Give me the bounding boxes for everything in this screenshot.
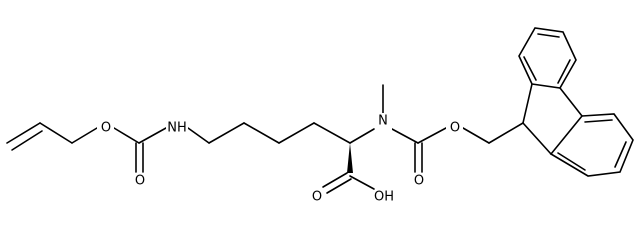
- bond-c6-c5: [208, 122, 245, 144]
- bond-lower-ring: [549, 113, 634, 177]
- bond-acid-oh: [349, 175, 375, 190]
- atom-label-layer: O O NH N O O O OH: [97, 113, 463, 205]
- bond-c5-c4: [243, 122, 280, 144]
- bond-stereo-wedge: [347, 143, 353, 173]
- bond-upper-ring: [518, 27, 577, 89]
- bond-upper-ring-inner-3: [557, 59, 571, 84]
- bond-lower-ring-inner-3: [557, 152, 586, 171]
- bond-nh-c6: [187, 127, 210, 144]
- atom-o-carbonyl-fmoc: O: [414, 174, 424, 189]
- bond-n-carbonyl: [391, 128, 419, 144]
- bond-c4-c3: [278, 122, 315, 144]
- bond-upper-ring-inner-2: [537, 33, 560, 38]
- atom-o-carbonyl-acid: O: [312, 190, 322, 205]
- label-mask: [166, 120, 188, 137]
- atom-oh-acid: OH: [374, 190, 394, 205]
- bond-layer: [6, 27, 634, 194]
- bond-lower-ring-inner-2: [614, 141, 627, 168]
- bond-vinyl-double-b: [11, 130, 43, 151]
- label-mask: [375, 113, 392, 130]
- bond-vinyl-double-a: [6, 122, 41, 144]
- bond-c9-c9a: [522, 83, 533, 124]
- bond-c3-calpha: [313, 122, 351, 144]
- bond-lower-ring-inner-1: [584, 119, 613, 123]
- atom-n-methyl: N: [378, 114, 388, 129]
- atom-nh-carbamate: NH: [167, 121, 187, 136]
- atom-o-ester-fmoc: O: [450, 121, 460, 136]
- structure-canvas: O O NH N O O O OH: [6, 27, 634, 205]
- bond-allyl-ch2: [39, 122, 73, 144]
- bond-carbonyl-nh: [138, 127, 167, 144]
- bond-ch2-c9: [488, 122, 524, 144]
- bond-calpha-n: [349, 128, 375, 144]
- atom-o-carbonyl-alloc: O: [135, 174, 145, 189]
- bond-o-ch2: [462, 127, 490, 144]
- bond-c9-c8a: [522, 122, 552, 155]
- bond-acid-co-a: [322, 172, 348, 188]
- bond-biaryl: [559, 87, 583, 117]
- atom-o-ether-allyl: O: [101, 121, 111, 136]
- bond-acid-co-b: [326, 178, 352, 194]
- bond-upper-ring-inner-1: [523, 56, 537, 81]
- bond-ch2-o: [71, 127, 98, 144]
- chemical-structure: O O NH N O O O OH: [6, 27, 634, 205]
- bond-carbonyl-o: [417, 127, 447, 144]
- label-mask: [446, 120, 463, 137]
- label-mask: [97, 120, 114, 137]
- bond-o-carbonyl: [113, 127, 140, 144]
